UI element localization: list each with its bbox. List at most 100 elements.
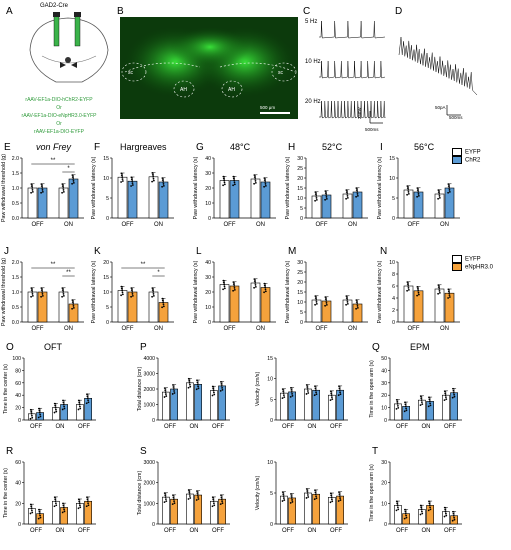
data-point bbox=[346, 195, 349, 197]
bar-eyfp bbox=[76, 503, 84, 525]
x-tick-label: OFF bbox=[316, 222, 328, 228]
y-tick-label: 0 bbox=[384, 418, 387, 424]
data-point bbox=[283, 499, 286, 501]
data-point bbox=[40, 185, 43, 187]
data-point bbox=[407, 287, 410, 289]
data-point bbox=[263, 291, 265, 294]
data-point bbox=[161, 179, 164, 181]
brain-section-schematic bbox=[29, 12, 109, 83]
data-point bbox=[87, 502, 89, 505]
data-point bbox=[72, 303, 75, 305]
data-point bbox=[53, 411, 56, 414]
data-point bbox=[283, 396, 286, 399]
panel-label-m: M bbox=[288, 246, 296, 257]
data-point bbox=[443, 506, 446, 509]
y-tick-label: 30 bbox=[297, 156, 303, 162]
data-point bbox=[31, 294, 34, 297]
data-point bbox=[404, 401, 406, 404]
data-point bbox=[421, 510, 423, 513]
data-point bbox=[131, 293, 134, 295]
data-point bbox=[403, 410, 406, 413]
data-point bbox=[356, 306, 359, 309]
data-point bbox=[196, 379, 198, 382]
data-point bbox=[437, 191, 440, 193]
data-point bbox=[448, 294, 451, 297]
data-point bbox=[291, 499, 293, 501]
data-point bbox=[172, 386, 175, 388]
x-tick-label: OFF bbox=[224, 326, 236, 332]
data-point bbox=[29, 408, 32, 411]
data-point bbox=[233, 287, 236, 289]
data-point bbox=[151, 172, 154, 174]
data-point bbox=[151, 173, 154, 176]
sig-mark: ** bbox=[66, 270, 71, 276]
y-axis-label: Time in the center (s) bbox=[3, 468, 9, 518]
data-point bbox=[130, 178, 133, 181]
data-point bbox=[356, 191, 359, 193]
data-point bbox=[173, 500, 176, 503]
data-point bbox=[346, 193, 349, 195]
data-point bbox=[131, 182, 134, 185]
x-tick-label: OFF bbox=[122, 222, 134, 228]
data-point bbox=[79, 407, 82, 410]
y-tick-label: 2 bbox=[392, 308, 395, 314]
legend-swatch-enphr bbox=[452, 263, 462, 271]
data-point bbox=[307, 390, 309, 392]
data-point bbox=[40, 183, 43, 186]
data-point bbox=[355, 307, 357, 310]
data-point bbox=[264, 181, 267, 183]
data-point bbox=[428, 504, 431, 507]
data-point bbox=[307, 496, 310, 498]
current-trace: 50pA 500ms bbox=[398, 36, 478, 120]
panel-label-g: G bbox=[196, 142, 204, 153]
data-point bbox=[41, 293, 44, 295]
data-point bbox=[306, 490, 309, 492]
data-point bbox=[254, 181, 257, 184]
bar-eyfp bbox=[403, 285, 414, 323]
y-axis-label: Time in the open arm (s) bbox=[369, 360, 375, 418]
data-point bbox=[195, 499, 198, 501]
chart-title-i: 56°C bbox=[414, 142, 435, 152]
legend-item-eyfp-2: EYFP bbox=[452, 255, 493, 263]
data-point bbox=[152, 294, 155, 297]
data-point bbox=[30, 295, 32, 298]
data-point bbox=[407, 189, 410, 191]
data-point bbox=[173, 390, 176, 392]
x-tick-label: OFF bbox=[330, 528, 342, 534]
y-tick-label: 0 bbox=[384, 522, 387, 528]
data-point bbox=[416, 195, 418, 198]
data-point bbox=[41, 294, 44, 297]
y-tick-label: 20 bbox=[297, 280, 303, 286]
data-point bbox=[220, 496, 223, 499]
y-tick-label: 10 bbox=[267, 377, 273, 383]
x-tick-label: OFF bbox=[164, 528, 176, 534]
data-point bbox=[338, 385, 340, 388]
data-point bbox=[314, 491, 317, 494]
data-point bbox=[264, 184, 267, 187]
data-point bbox=[151, 295, 154, 298]
data-point bbox=[62, 187, 65, 189]
x-tick-label: OFF bbox=[224, 222, 236, 228]
data-point bbox=[305, 393, 308, 395]
data-point bbox=[31, 414, 33, 417]
y-tick-label: 80 bbox=[15, 368, 21, 374]
x-tick-label: ON bbox=[348, 222, 357, 228]
data-point bbox=[263, 177, 266, 180]
data-point bbox=[61, 287, 64, 290]
y-tick-label: 30 bbox=[205, 171, 211, 177]
y-tick-label: 10 bbox=[389, 176, 395, 182]
y-tick-label: 30 bbox=[297, 260, 303, 266]
data-point bbox=[188, 491, 191, 493]
data-point bbox=[290, 387, 292, 389]
data-point bbox=[41, 187, 44, 189]
data-point bbox=[329, 390, 332, 393]
data-point bbox=[62, 399, 64, 402]
data-point bbox=[71, 176, 74, 178]
data-point bbox=[346, 196, 349, 199]
data-point bbox=[188, 381, 191, 384]
y-axis-label: Paw withdrawal latency (s) bbox=[91, 156, 97, 219]
data-point bbox=[283, 394, 285, 397]
data-point bbox=[453, 393, 455, 396]
